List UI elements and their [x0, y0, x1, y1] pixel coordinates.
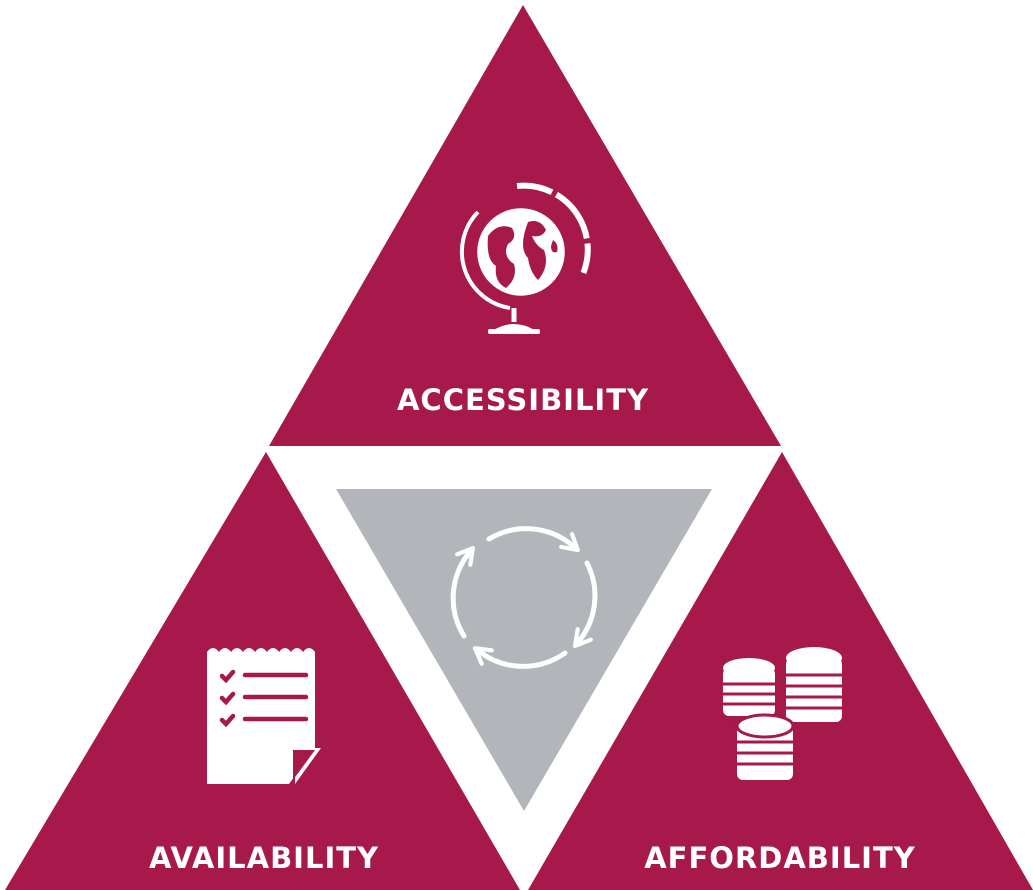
checklist-icon — [207, 648, 321, 784]
right-triangle — [528, 452, 1033, 890]
center-triangle — [336, 489, 712, 811]
label-availability: AVAILABILITY — [149, 841, 379, 875]
cycle-arrows-icon — [450, 526, 598, 669]
label-accessibility: ACCESSIBILITY — [397, 383, 649, 417]
globe-icon — [459, 182, 591, 334]
label-affordability: AFFORDABILITY — [644, 841, 916, 875]
coins-icon — [723, 647, 842, 780]
